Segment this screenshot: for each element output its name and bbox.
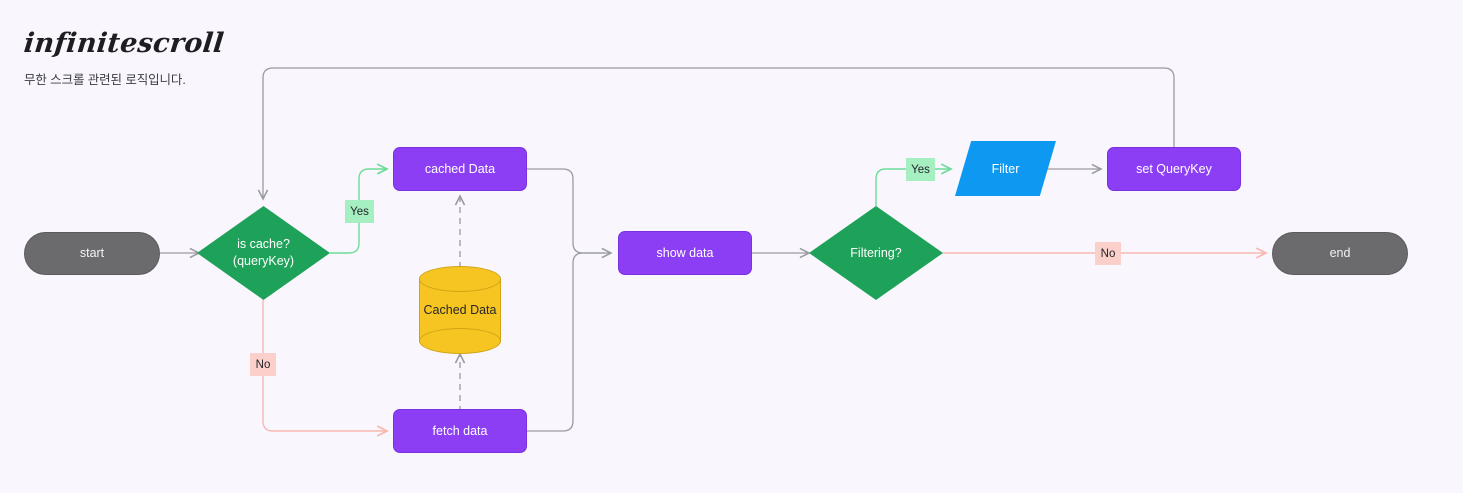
node-set-querykey-label: set QueryKey xyxy=(1136,161,1212,176)
node-filtering[interactable]: Filtering? xyxy=(809,206,943,300)
page-subtitle: 무한 스크롤 관련된 로직입니다. xyxy=(24,73,186,87)
node-fetch-data-label: fetch data xyxy=(432,423,488,438)
node-is-cache-label: is cache? (queryKey) xyxy=(197,206,330,300)
node-filter-label: Filter xyxy=(991,161,1020,176)
node-is-cache[interactable]: is cache? (queryKey) xyxy=(197,206,330,300)
node-end-label: end xyxy=(1329,246,1351,261)
node-filtering-label: Filtering? xyxy=(809,206,943,300)
edge-is-cache-no-to-fetch-data xyxy=(262,300,387,431)
edge-label-is-cache-yes: Yes xyxy=(345,200,374,223)
node-is-cache-label-line1: is cache? xyxy=(237,237,290,252)
edge-label-filtering-no: No xyxy=(1095,242,1121,265)
node-start[interactable]: start xyxy=(24,232,160,275)
node-filtering-label-line1: Filtering? xyxy=(850,245,902,260)
node-cached-data-label: cached Data xyxy=(424,161,496,176)
edge-label-filtering-yes: Yes xyxy=(906,158,935,181)
node-start-label: start xyxy=(79,246,105,261)
node-cached-store-label: Cached Data xyxy=(423,303,497,317)
edge-label-is-cache-no: No xyxy=(250,353,276,376)
node-set-querykey[interactable]: set QueryKey xyxy=(1107,147,1241,191)
node-cached-store-top xyxy=(419,266,501,292)
edge-fetch-data-to-show-data xyxy=(527,252,605,432)
page-title: infinitescroll xyxy=(22,28,226,59)
edge-cached-data-to-show-data xyxy=(527,168,611,253)
node-show-data[interactable]: show data xyxy=(618,231,752,275)
node-fetch-data[interactable]: fetch data xyxy=(393,409,527,453)
node-cached-store[interactable]: Cached Data xyxy=(419,266,501,354)
node-is-cache-label-line2: (queryKey) xyxy=(232,254,295,268)
node-end[interactable]: end xyxy=(1272,232,1408,275)
node-cached-data[interactable]: cached Data xyxy=(393,147,527,191)
node-show-data-label: show data xyxy=(656,245,714,260)
node-filter[interactable]: Filter xyxy=(955,141,1056,196)
